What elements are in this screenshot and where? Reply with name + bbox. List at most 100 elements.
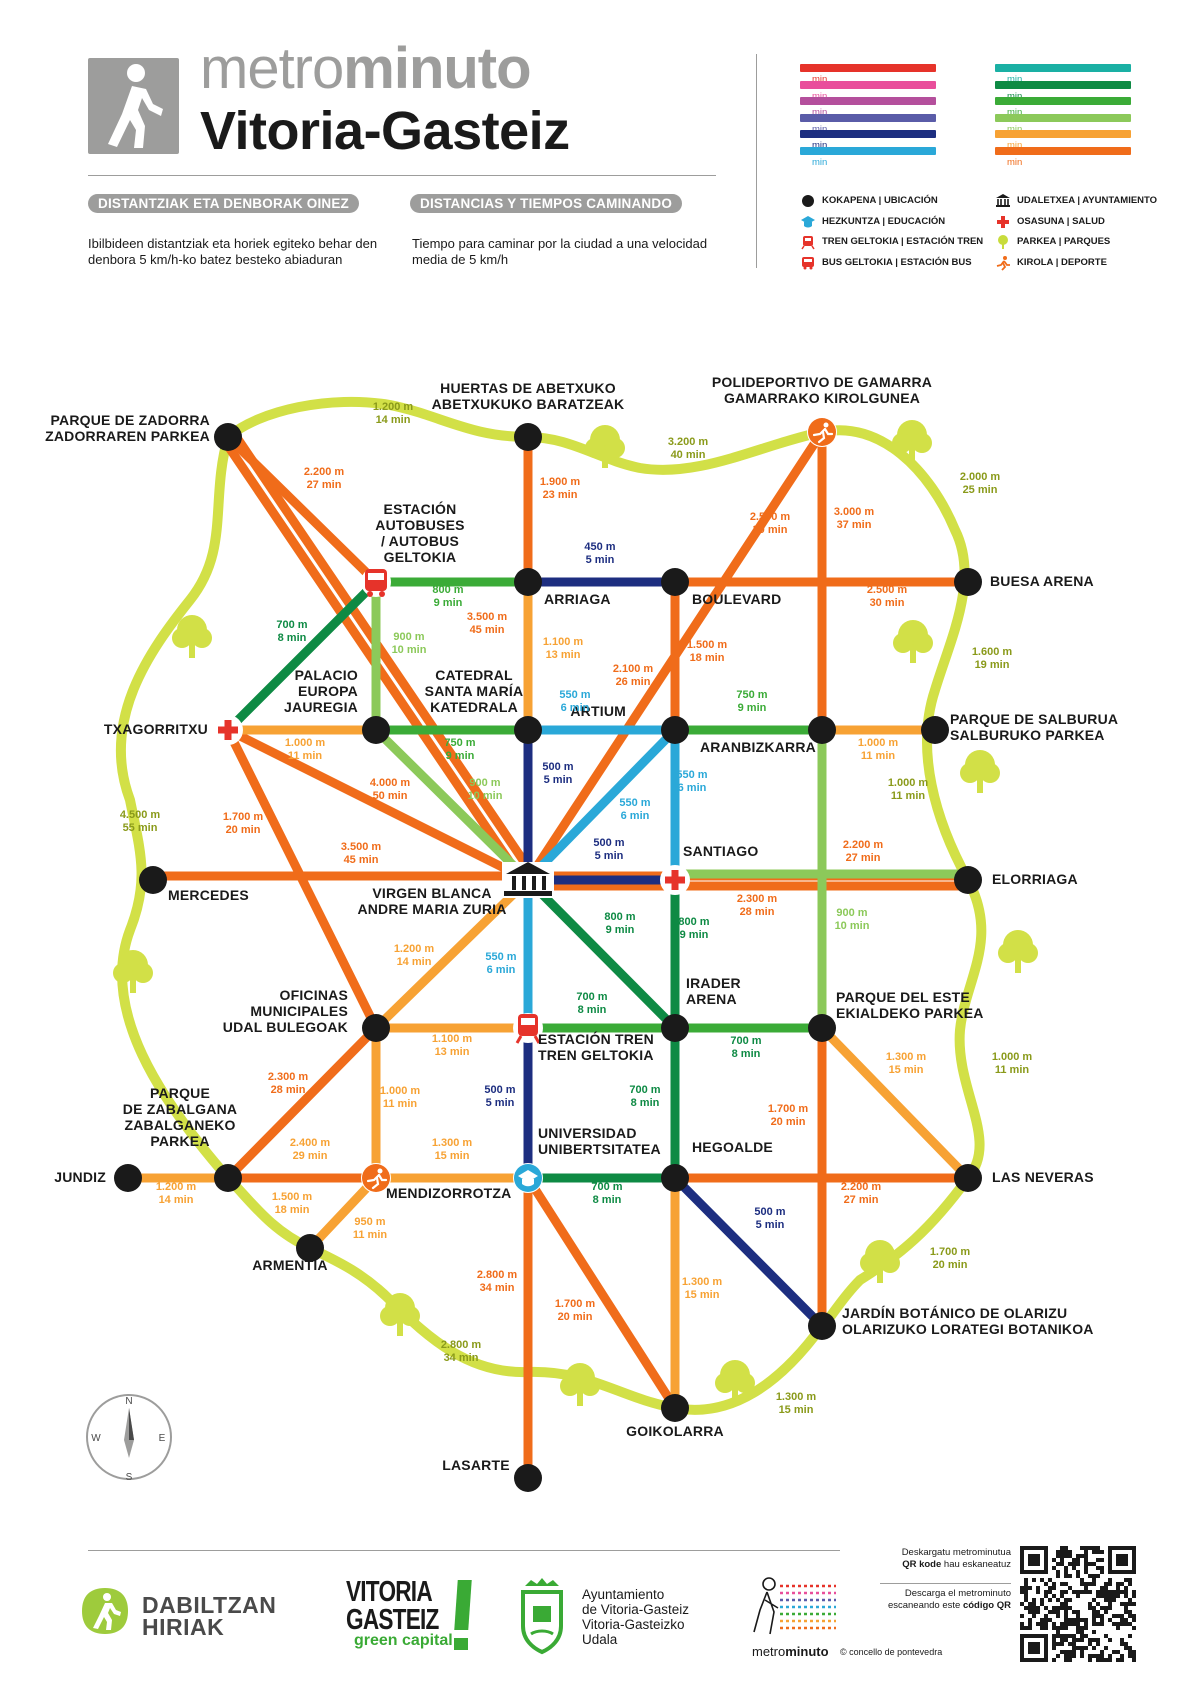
line-virgen-artium	[523, 725, 680, 885]
town-hall-icon	[504, 862, 552, 896]
legend-label-11: +10 min	[1007, 129, 1024, 151]
distance-label-16-m: 1.600 m	[972, 646, 1013, 658]
station-elorriaga[interactable]	[954, 866, 982, 894]
station-abetxuko[interactable]	[514, 423, 542, 451]
station-armentia[interactable]	[296, 1234, 324, 1262]
station-goikolarra[interactable]	[661, 1394, 689, 1422]
station-santiago[interactable]	[660, 865, 690, 895]
station-label-palacio-1: PALACIO	[295, 667, 358, 683]
station-virgen[interactable]	[502, 862, 554, 898]
station-palacio[interactable]	[362, 716, 390, 744]
distance-label-53-m: 1.500 m	[272, 1191, 313, 1203]
station-universidad[interactable]	[513, 1163, 543, 1193]
qr-code[interactable]	[1020, 1546, 1136, 1667]
line-zadorra-virgen-2	[229, 428, 539, 881]
town-hall-icon	[996, 194, 1010, 207]
footer-divider	[88, 1550, 840, 1551]
park-icon	[585, 425, 625, 468]
distance-label-19-m: 750 m	[736, 689, 767, 701]
distance-label-45-t: 28 min	[271, 1084, 306, 1096]
station-botanico[interactable]	[808, 1312, 836, 1340]
station-hegoalde[interactable]	[661, 1164, 689, 1192]
sport-icon	[996, 255, 1010, 271]
station-label-universidad-2: UNIBERTSITATEA	[538, 1141, 661, 1157]
distance-label-55-m: 700 m	[591, 1181, 622, 1193]
distance-label-37-t: 9 min	[680, 929, 709, 941]
station-boulevard[interactable]	[661, 568, 689, 596]
line-oficinas-virgen	[371, 875, 533, 1033]
station-label-goikolarra: GOIKOLARRA	[626, 1423, 724, 1439]
station-txagorritxu[interactable]	[213, 715, 243, 745]
distance-label-60-m: 1.300 m	[682, 1276, 723, 1288]
station-oficinas[interactable]	[362, 1014, 390, 1042]
walking-person-logo	[88, 58, 179, 154]
station-artium[interactable]	[661, 716, 689, 744]
station-catedral[interactable]	[514, 716, 542, 744]
station-mendizorrotza[interactable]	[361, 1163, 391, 1193]
legend-line-6	[800, 146, 936, 155]
distance-label-41-m: 1.100 m	[432, 1033, 473, 1045]
station-tren[interactable]	[513, 1013, 543, 1044]
legend-label-8: 8 min	[1007, 79, 1023, 102]
legend-label-4: 4 min	[812, 112, 828, 135]
legend-label-10: 10 min	[1007, 112, 1023, 135]
park-icon	[715, 1360, 755, 1403]
pill-spanish: DISTANCIAS Y TIEMPOS CAMINANDO	[410, 194, 683, 213]
distance-label-21-m: 1.000 m	[858, 737, 899, 749]
legend-label-5: 5 min	[812, 129, 828, 151]
station-label-neveras: LAS NEVERAS	[992, 1169, 1094, 1185]
station-label-zadorra-1: PARQUE DE ZADORRA	[51, 412, 210, 428]
distance-label-10-t: 45 min	[470, 624, 505, 636]
distance-label-25-t: 50 min	[373, 790, 408, 802]
distance-label-17-t: 26 min	[616, 676, 651, 688]
station-autobuses[interactable]	[361, 567, 391, 597]
station-label-autobuses-1: ESTACIÓN	[384, 500, 457, 517]
distance-label-2-t: 27 min	[307, 479, 342, 491]
distance-label-43-t: 15 min	[889, 1064, 924, 1076]
distance-label-2-m: 2.200 m	[304, 466, 345, 478]
station-irader[interactable]	[661, 1014, 689, 1042]
station-label-lasarte: LASARTE	[442, 1457, 510, 1473]
distance-label-62-t: 34 min	[444, 1352, 479, 1364]
distance-label-26-m: 900 m	[469, 777, 500, 789]
symbol-label-3: TREN GELTOKIA | ESTACIÓN TREN	[822, 236, 984, 247]
city-title: Vitoria-Gasteiz	[200, 101, 570, 161]
station-este[interactable]	[808, 1014, 836, 1042]
station-aranbizkarra[interactable]	[808, 716, 836, 744]
distance-label-8-m: 450 m	[584, 541, 615, 553]
symbol-label-5: UDALETXEA | AYUNTAMIENTO	[1017, 195, 1158, 206]
distance-label-40-t: 8 min	[578, 1004, 607, 1016]
distance-label-31-t: 45 min	[344, 854, 379, 866]
station-jundiz[interactable]	[114, 1164, 142, 1192]
distance-label-19-t: 9 min	[738, 702, 767, 714]
station-mercedes[interactable]	[139, 866, 167, 894]
station-label-txagorritxu: TXAGORRITXU	[104, 721, 208, 737]
station-arriaga[interactable]	[514, 568, 542, 596]
distance-label-11-m: 2.500 m	[867, 584, 908, 596]
station-label-arriaga: ARRIAGA	[544, 591, 611, 607]
distance-label-22-t: 9 min	[446, 750, 475, 762]
park-icon	[860, 1240, 900, 1283]
line-autobuses-zadorra	[223, 432, 381, 587]
station-buesa[interactable]	[954, 568, 982, 596]
compass-n: N	[125, 1396, 132, 1407]
station-lasarte[interactable]	[514, 1464, 542, 1492]
distance-label-63-t: 15 min	[779, 1404, 814, 1416]
station-zabalgana[interactable]	[214, 1164, 242, 1192]
station-salburua[interactable]	[921, 716, 949, 744]
station-zadorra[interactable]	[214, 423, 242, 451]
distance-label-26-t: 10 min	[468, 790, 503, 802]
distance-label-61-t: 20 min	[933, 1259, 968, 1271]
distance-label-42-m: 700 m	[730, 1035, 761, 1047]
distance-label-44-t: 11 min	[383, 1098, 418, 1110]
distance-label-4-m: 3.200 m	[668, 436, 709, 448]
station-gamarra[interactable]	[807, 417, 837, 447]
dabiltzan-walking-icon	[82, 1588, 128, 1634]
walking-person-icon	[108, 64, 163, 148]
symbol-label-7: PARKEA | PARQUES	[1017, 236, 1111, 247]
station-neveras[interactable]	[954, 1164, 982, 1192]
station-label-irader-2: ARENA	[686, 991, 737, 1007]
line-txagorritxu-autobuses	[223, 577, 381, 735]
distance-label-5-m: 2.500 m	[750, 511, 791, 523]
